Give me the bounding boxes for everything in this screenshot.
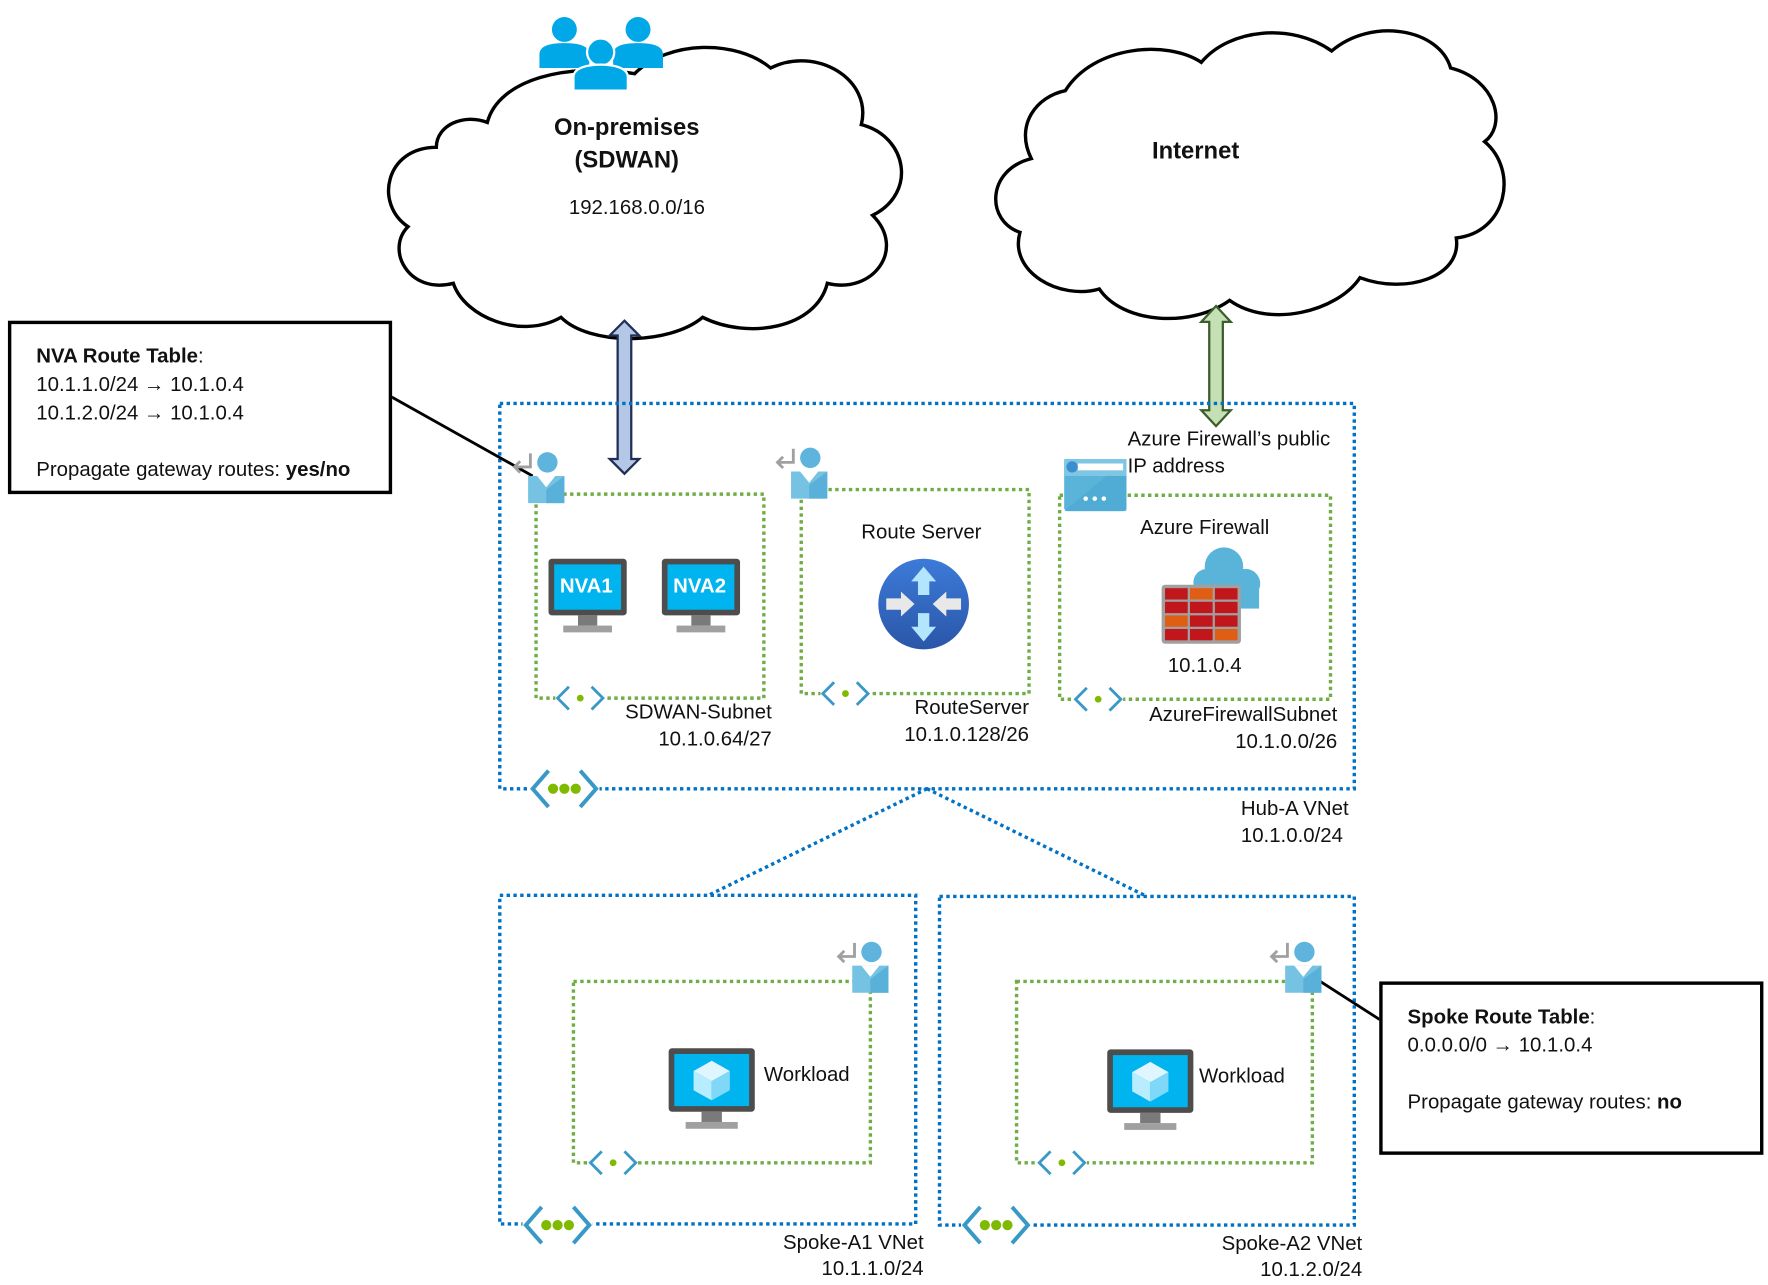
vnet-icon <box>529 768 600 810</box>
nva-propagate-value: yes/no <box>285 457 351 481</box>
route-table-icon <box>512 452 565 504</box>
subnet-icon <box>820 679 871 708</box>
nva-route-table-title: NVA Route Table <box>36 344 198 368</box>
spoke-route-table-callout: Spoke Route Table: 0.0.0.0/0 → 10.1.0.4 … <box>1379 981 1764 1155</box>
onprem-title-line2: (SDWAN) <box>574 147 679 174</box>
route-server-icon <box>878 558 969 650</box>
route-table-icon <box>836 941 889 993</box>
routeserver-subnet-border <box>799 487 1031 696</box>
spoke-a2-vnet-border <box>937 894 1356 1227</box>
onprem-cidr: 192.168.0.0/16 <box>568 196 705 219</box>
spoke-a1-vnet-border <box>498 893 918 1226</box>
internet-cloud <box>994 29 1506 321</box>
firewall-subnet-name: AzureFirewallSubnet <box>1149 702 1338 726</box>
onprem-title: On-premises (SDWAN) <box>513 111 740 177</box>
peering-line-a2 <box>926 787 1148 898</box>
spoke-route-table-title: Spoke Route Table <box>1407 1005 1590 1028</box>
spoke-route-0: 0.0.0.0/0 → 10.1.0.4 <box>1407 1033 1593 1057</box>
spoke-a2-vnet-name: Spoke-A2 VNet <box>1221 1231 1363 1255</box>
sdwan-subnet-border <box>534 492 766 700</box>
public-ip-label-line2: IP address <box>1127 454 1225 478</box>
peering-line-a1 <box>707 787 928 897</box>
spoke-a1-subnet-border <box>571 979 873 1165</box>
nva2-label: NVA2 <box>673 574 727 598</box>
spoke-a2-vnet-cidr: 10.1.2.0/24 <box>1260 1257 1363 1281</box>
vnet-icon <box>961 1204 1032 1246</box>
sdwan-subnet-name: SDWAN-Subnet <box>625 700 772 724</box>
hub-vnet-name: Hub-A VNet <box>1240 796 1349 820</box>
nva1-label: NVA1 <box>559 574 613 598</box>
onprem-cloud <box>386 45 904 341</box>
onprem-title-line1: On-premises <box>553 114 700 141</box>
spoke-propagate-value: no <box>1657 1090 1682 1113</box>
subnet-icon <box>588 1149 639 1177</box>
nva-propagate-label: Propagate gateway routes: <box>36 457 286 481</box>
nva-route-table-colon: : <box>197 344 204 368</box>
nva-route-table-callout: NVA Route Table: 10.1.1.0/24 → 10.1.0.4 … <box>7 320 393 495</box>
internet-title: Internet <box>1151 138 1240 165</box>
spoke-a1-vnet-name: Spoke-A1 VNet <box>783 1230 924 1254</box>
public-ip-label-line1: Azure Firewall’s public <box>1127 427 1331 450</box>
hub-vnet-cidr: 10.1.0.0/24 <box>1240 823 1343 847</box>
public-ip-icon <box>1064 458 1127 512</box>
workload-vm-icon-a2 <box>1107 1049 1194 1130</box>
routeserver-subnet-name: RouteServer <box>914 695 1030 719</box>
nva-callout-line <box>390 395 534 478</box>
onprem-link-arrow <box>606 319 642 476</box>
firewall-subnet-cidr: 10.1.0.0/26 <box>1235 729 1338 753</box>
subnet-icon <box>1073 685 1124 713</box>
internet-link-arrow <box>1198 304 1234 428</box>
spoke-a1-vnet-cidr: 10.1.1.0/24 <box>821 1256 924 1280</box>
users-group-icon <box>539 16 663 92</box>
route-table-icon <box>775 447 828 499</box>
spoke-callout-line <box>1319 980 1382 1022</box>
nva-route-0: 10.1.1.0/24 → 10.1.0.4 <box>36 372 244 396</box>
vm-monitor-icon-nva2 <box>661 558 741 633</box>
spoke-propagate-label: Propagate gateway routes: <box>1407 1090 1658 1113</box>
route-server-label: Route Server <box>861 520 982 543</box>
sdwan-subnet-cidr: 10.1.0.64/27 <box>658 727 772 751</box>
nva-route-1: 10.1.2.0/24 → 10.1.0.4 <box>36 401 244 424</box>
azure-firewall-ip: 10.1.0.4 <box>1167 653 1242 677</box>
azure-firewall-icon <box>1161 547 1261 644</box>
vnet-icon <box>522 1204 593 1246</box>
spoke-a2-workload-label: Workload <box>1199 1064 1285 1087</box>
routeserver-subnet-cidr: 10.1.0.128/26 <box>904 723 1030 746</box>
route-table-icon <box>1269 941 1322 993</box>
workload-vm-icon-a1 <box>668 1048 755 1129</box>
subnet-icon <box>555 684 606 712</box>
vm-monitor-icon-nva1 <box>548 558 627 633</box>
azure-firewall-label: Azure Firewall <box>1140 515 1270 539</box>
spoke-route-table-colon: : <box>1589 1005 1596 1028</box>
spoke-a1-workload-label: Workload <box>763 1063 850 1086</box>
subnet-icon <box>1036 1149 1087 1177</box>
